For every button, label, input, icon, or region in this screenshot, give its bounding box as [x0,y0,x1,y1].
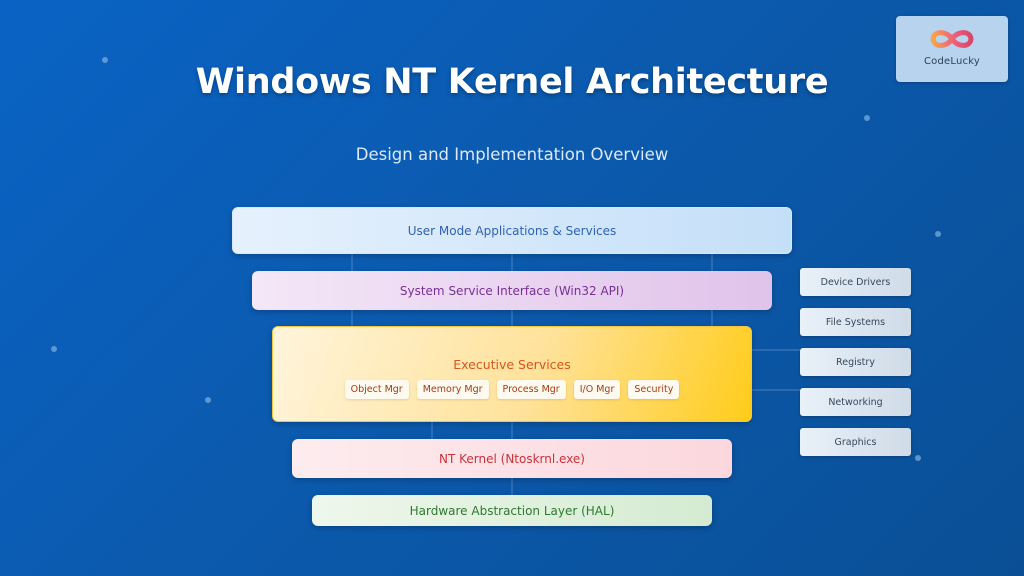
component-security[interactable]: Security [628,380,680,399]
page-title: Windows NT Kernel Architecture [195,62,829,102]
layer-user-mode[interactable]: User Mode Applications & Services [232,207,792,254]
background-dot [51,346,57,352]
background-dot [935,231,941,237]
layer-ssi-label: System Service Interface (Win32 API) [399,283,625,298]
component-memory-manager[interactable]: Memory Mgr [416,380,489,399]
infinity-loop-icon [930,30,974,48]
background-dot [205,397,211,403]
side-registry[interactable]: Registry [800,348,911,376]
layer-executive-title: Executive Services [453,357,571,372]
layer-nt-kernel[interactable]: NT Kernel (Ntoskrnl.exe) [292,439,732,478]
codelucky-logo[interactable]: CodeLucky [896,16,1008,82]
background-dot [102,57,108,63]
layer-hal[interactable]: Hardware Abstraction Layer (HAL) [312,495,712,526]
component-process-manager[interactable]: Process Mgr [496,380,566,399]
layer-hal-label: Hardware Abstraction Layer (HAL) [409,503,615,518]
side-networking[interactable]: Networking [800,388,911,416]
side-graphics[interactable]: Graphics [800,428,911,456]
background-dot [864,115,870,121]
layer-nt-kernel-label: NT Kernel (Ntoskrnl.exe) [439,451,585,466]
logo-text: CodeLucky [924,56,980,67]
executive-components: Object Mgr Memory Mgr Process Mgr I/O Mg… [344,380,680,399]
side-file-systems[interactable]: File Systems [800,308,911,336]
component-object-manager[interactable]: Object Mgr [344,380,409,399]
layer-user-mode-label: User Mode Applications & Services [407,223,617,238]
page-subtitle: Design and Implementation Overview [355,145,669,164]
component-io-manager[interactable]: I/O Mgr [573,380,621,399]
side-device-drivers[interactable]: Device Drivers [800,268,911,296]
background-dot [915,455,921,461]
layer-system-service-interface[interactable]: System Service Interface (Win32 API) [252,271,772,310]
layer-executive-services[interactable]: Executive Services Object Mgr Memory Mgr… [272,326,752,422]
